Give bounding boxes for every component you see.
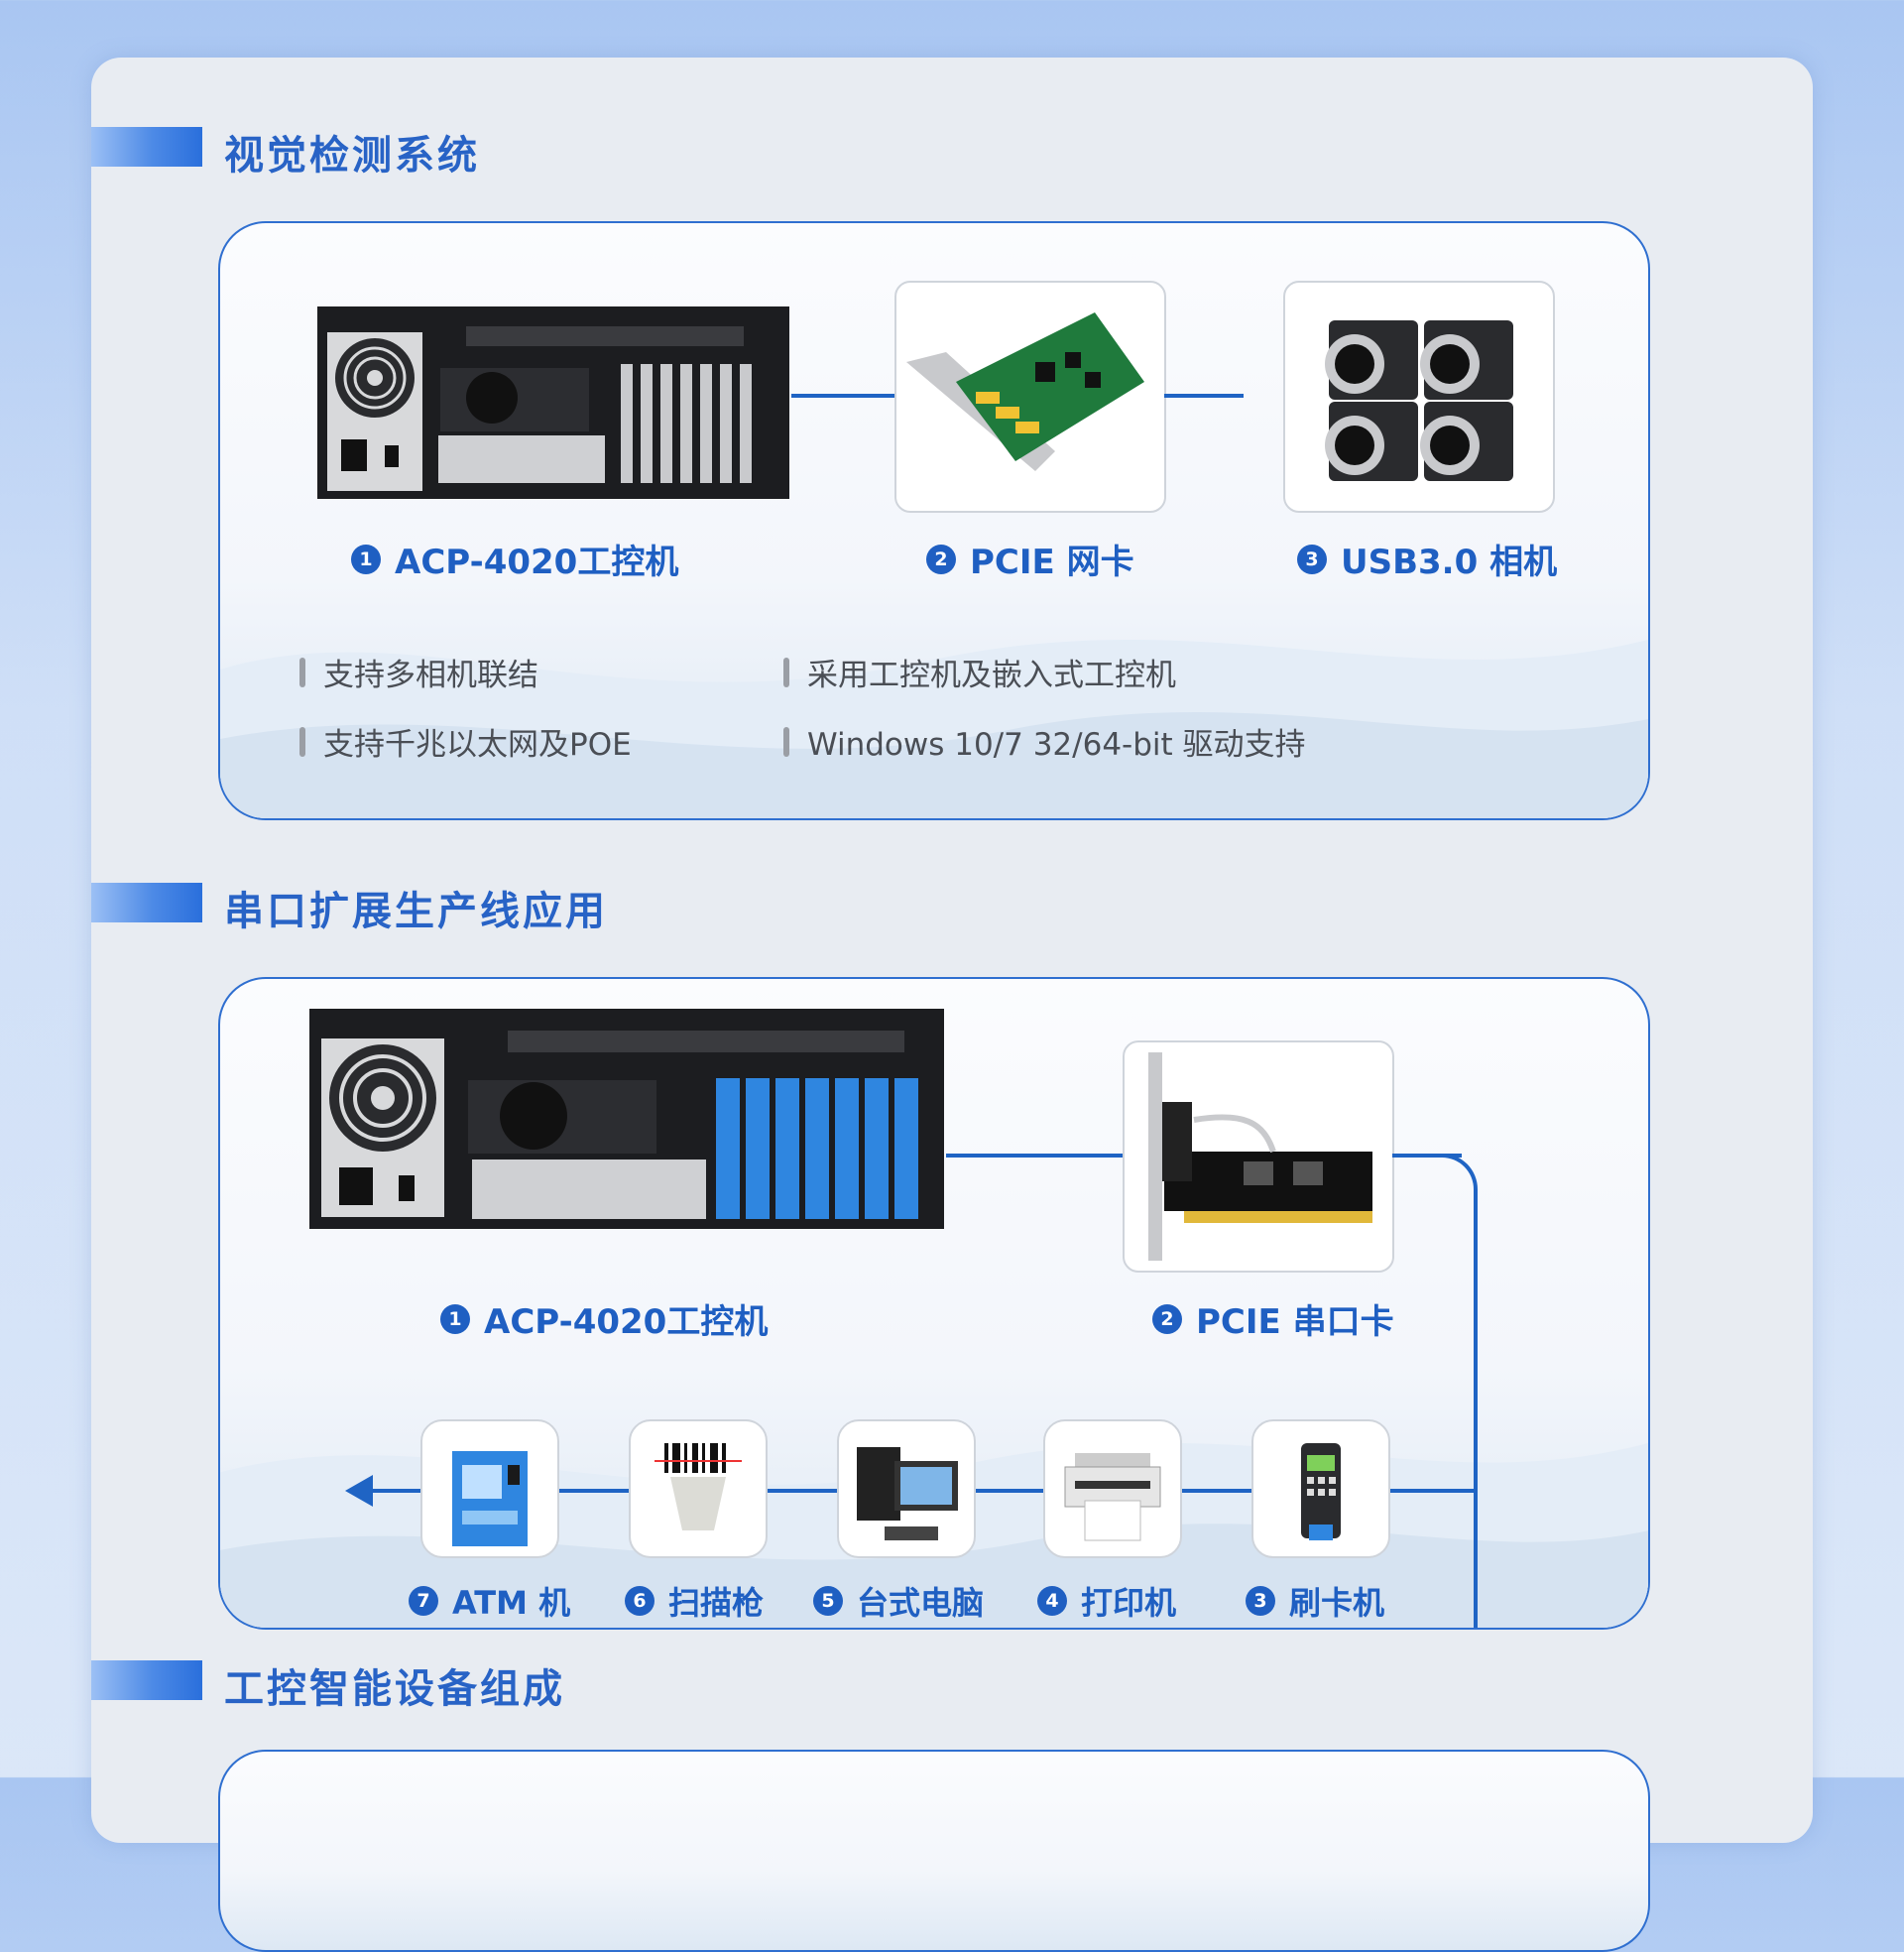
printer-icon xyxy=(1064,1453,1161,1541)
feature-item: 采用工控机及嵌入式工控机 xyxy=(783,650,1176,694)
industrial-pc-icon xyxy=(309,1009,944,1229)
atm-icon xyxy=(452,1451,528,1546)
section-title-devices: 工控智能设备组成 xyxy=(224,1666,565,1712)
section-bar xyxy=(91,127,202,167)
network-card-box xyxy=(894,281,1166,513)
camera-box xyxy=(1283,281,1555,513)
network-card-icon xyxy=(906,312,1144,471)
feature-item: 支持多相机联结 xyxy=(299,650,538,694)
connector-line xyxy=(1164,394,1244,398)
serial-card-box xyxy=(1123,1040,1394,1273)
card-reader-icon xyxy=(1301,1443,1341,1540)
serial-card-icon xyxy=(1148,1052,1372,1261)
connector-line xyxy=(791,394,894,398)
device-box-printer xyxy=(1043,1419,1182,1558)
wave-decoration xyxy=(220,640,1648,818)
connector-line xyxy=(1392,1154,1462,1158)
feature-item: 支持千兆以太网及POE xyxy=(299,719,632,764)
industrial-pc-icon xyxy=(317,306,789,499)
section-bar xyxy=(91,883,202,922)
devices-card xyxy=(218,1750,1650,1952)
desktop-computer-icon xyxy=(857,1447,958,1540)
feature-item: Windows 10/7 32/64-bit 驱动支持 xyxy=(783,719,1306,764)
barcode-scanner-icon xyxy=(654,1443,742,1530)
section-bar xyxy=(91,1660,202,1700)
section-title-vision: 视觉检测系统 xyxy=(224,133,480,179)
section-title-serial: 串口扩展生产线应用 xyxy=(224,889,608,934)
device-box-scanner xyxy=(629,1419,768,1558)
connector-line xyxy=(946,1154,1123,1158)
device-box-atm xyxy=(420,1419,559,1558)
connector-path xyxy=(1436,1154,1478,1628)
device-box-desktop xyxy=(837,1419,976,1558)
arrow-left-icon xyxy=(345,1475,373,1507)
camera-icon xyxy=(1325,320,1513,481)
device-box-card-reader xyxy=(1251,1419,1390,1558)
